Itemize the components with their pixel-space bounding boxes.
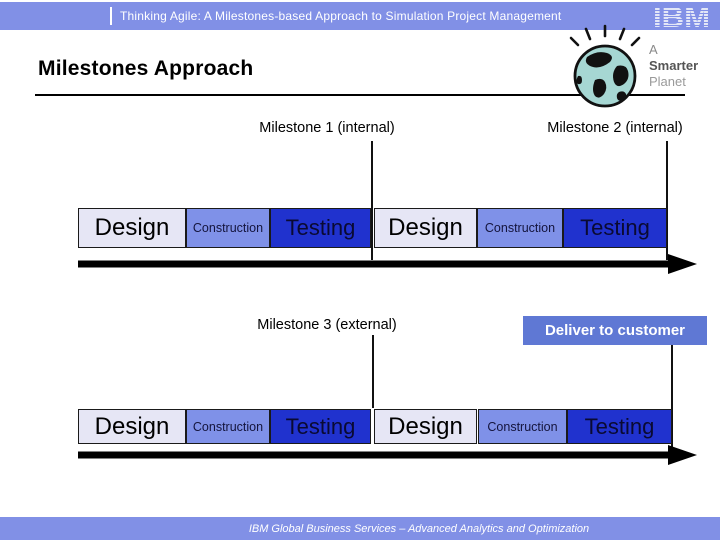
- milestone-3-label: Milestone 3 (external): [257, 317, 397, 333]
- milestone-2-line: [666, 141, 668, 260]
- smarter-planet-line-planet: Planet: [649, 74, 686, 89]
- deliver-to-customer-badge: Deliver to customer: [523, 316, 707, 345]
- milestone-1-line: [371, 141, 373, 260]
- smarter-planet-logo: A Smarter Planet: [545, 24, 710, 110]
- deliver-line: [671, 345, 673, 450]
- smarter-planet-line-a: A: [649, 42, 658, 57]
- header-bar: Thinking Agile: A Milestones-based Appro…: [0, 2, 720, 30]
- milestone-2-label: Milestone 2 (internal): [547, 120, 683, 136]
- smarter-planet-text: A Smarter Planet: [649, 42, 698, 90]
- smarter-planet-line-smarter: Smarter: [649, 58, 699, 73]
- ibm-logo-icon: IBM: [653, 5, 710, 29]
- construction-box-2a: Construction: [186, 409, 270, 444]
- construction-box-2b: Construction: [478, 409, 567, 444]
- testing-box-1b: Testing: [563, 208, 667, 248]
- footer-bar: IBM Global Business Services – Advanced …: [0, 517, 720, 540]
- slide-title: Milestones Approach: [38, 57, 254, 80]
- design-box-2b: Design: [374, 409, 477, 444]
- svg-text:IBM: IBM: [653, 5, 710, 29]
- header-separator: [110, 7, 112, 25]
- testing-box-2a: Testing: [270, 409, 371, 444]
- timeline-arrow-2: [78, 445, 697, 465]
- title-divider: [35, 94, 685, 96]
- milestone-3-line: [372, 335, 374, 408]
- globe-icon: [569, 24, 641, 108]
- presentation-title: Thinking Agile: A Milestones-based Appro…: [120, 9, 562, 23]
- design-box-1b: Design: [374, 208, 477, 248]
- construction-box-1b: Construction: [477, 208, 563, 248]
- testing-box-1a: Testing: [270, 208, 371, 248]
- timeline-arrow-1: [78, 254, 697, 274]
- milestone-1-label: Milestone 1 (internal): [259, 120, 395, 136]
- design-box-1a: Design: [78, 208, 186, 248]
- footer-text: IBM Global Business Services – Advanced …: [248, 522, 590, 535]
- construction-box-1a: Construction: [186, 208, 270, 248]
- design-box-2a: Design: [78, 409, 186, 444]
- testing-box-2b: Testing: [567, 409, 672, 444]
